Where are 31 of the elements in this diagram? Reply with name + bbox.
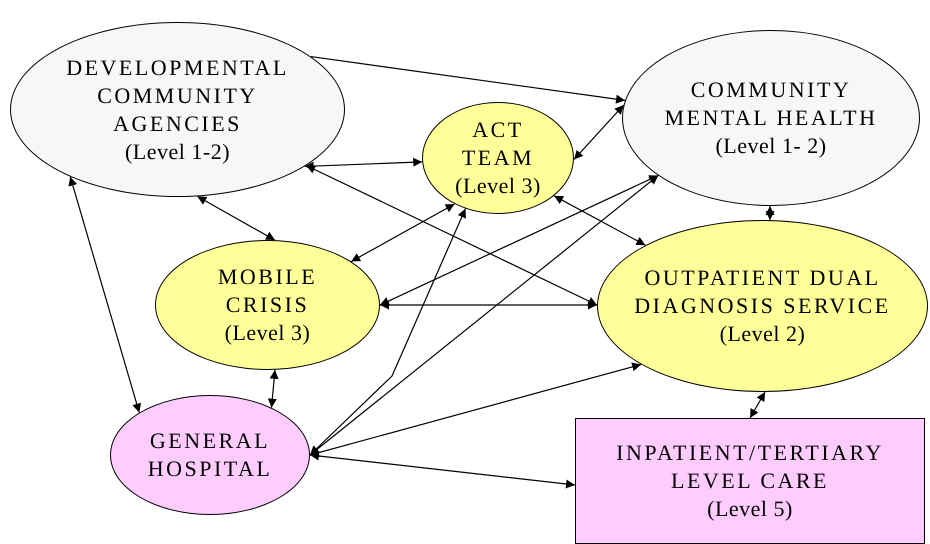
level-label: (Level 3) xyxy=(455,172,541,200)
arrow xyxy=(380,300,597,310)
node-title: ACT TEAM xyxy=(460,116,536,172)
node-title: MOBILE CRISIS xyxy=(216,263,318,319)
arrow xyxy=(268,370,279,408)
arrow xyxy=(310,362,642,457)
arrow xyxy=(749,392,766,418)
node-title: GENERAL HOSPITAL xyxy=(146,427,274,483)
level-label: (Level 1-2) xyxy=(124,138,230,166)
node-title: OUTPATIENT DUAL DIAGNOSIS SERVICE xyxy=(633,264,892,320)
arrow xyxy=(310,208,466,456)
arrow xyxy=(306,164,598,306)
arrow xyxy=(380,174,658,306)
node-title: COMMUNITY MENTAL HEALTH xyxy=(663,76,879,132)
arrow xyxy=(304,158,422,171)
arrow xyxy=(310,452,576,488)
level-label: (Level 3) xyxy=(224,319,310,347)
level-label: (Level 1- 2) xyxy=(715,132,827,160)
arrow xyxy=(574,104,624,160)
arrow xyxy=(310,175,659,456)
arrow xyxy=(197,196,276,241)
node-title: INPATIENT/TERTIARY LEVEL CARE xyxy=(615,439,885,495)
node-title: DEVELOPMENTAL COMMUNITY AGENCIES xyxy=(65,54,290,138)
arrow xyxy=(554,195,646,246)
level-label: (Level 5) xyxy=(707,495,793,523)
arrow xyxy=(766,206,774,220)
arrow xyxy=(350,203,455,262)
service-box xyxy=(575,418,925,544)
arrow xyxy=(310,56,626,104)
arrow xyxy=(68,176,142,413)
level-label: (Level 2) xyxy=(720,320,806,348)
